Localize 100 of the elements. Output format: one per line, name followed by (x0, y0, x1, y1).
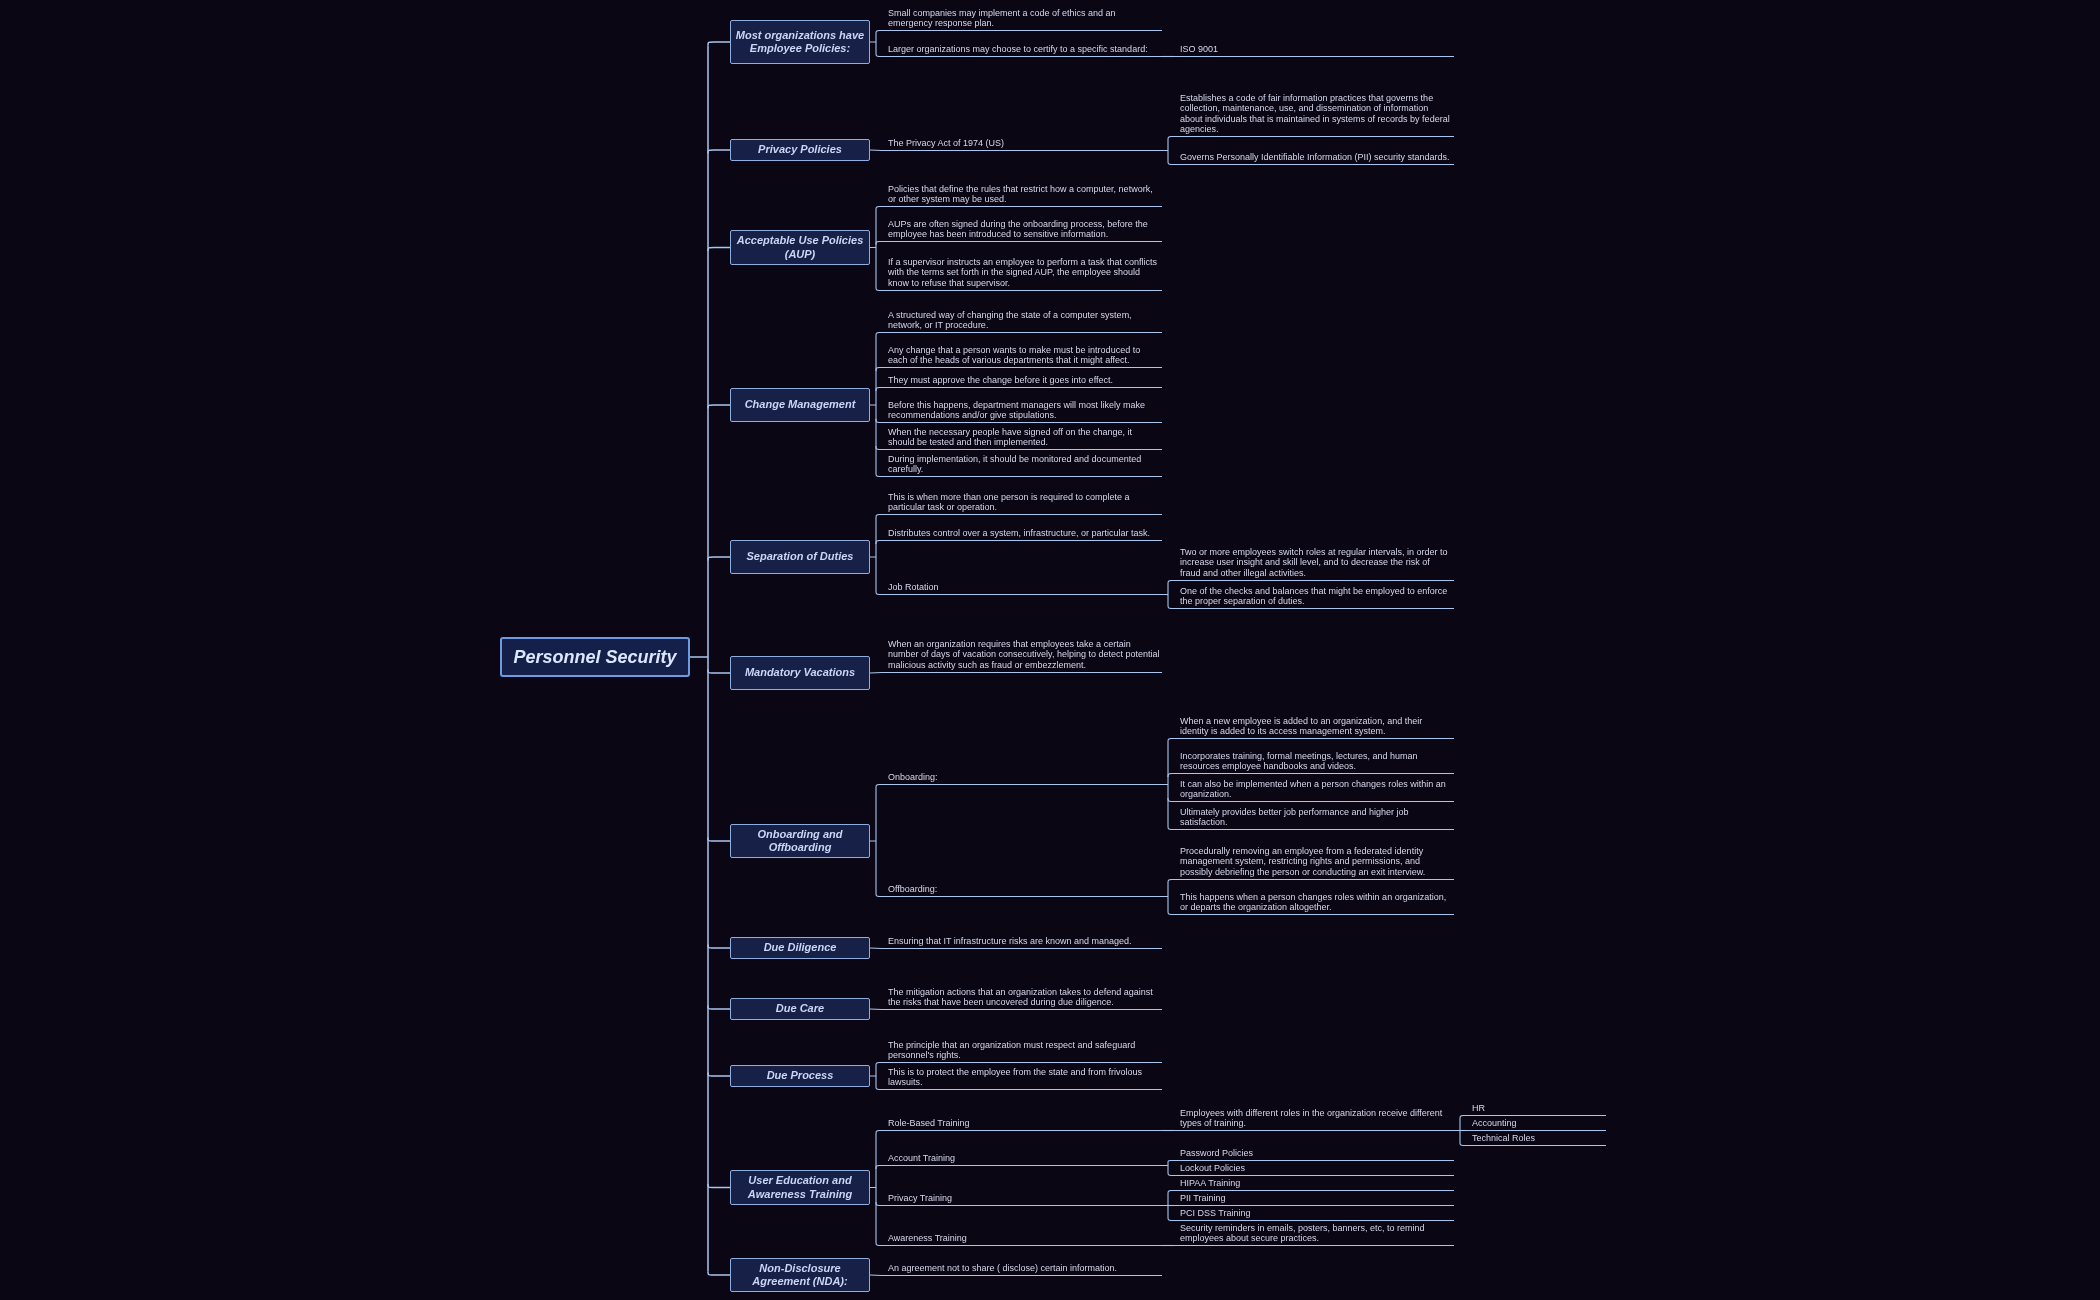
branch-label: If a supervisor instructs an employee to perform a task that conflicts with the terms set forth in the signed AUP, the employee should know to refuse that supervisor. (882, 257, 1162, 291)
topic-box: Separation of Duties (730, 540, 870, 574)
branch-line (1161, 1244, 1175, 1247)
branch-line (1167, 772, 1175, 778)
branch-line (875, 366, 883, 372)
branch-label: HR (1466, 1103, 1606, 1116)
branch-label: Password Policies (1174, 1148, 1454, 1161)
branch-label: An agreement not to share ( disclose) certain information. (882, 1263, 1162, 1276)
branch-line (1161, 139, 1169, 162)
branch-line (1167, 737, 1175, 743)
branch-line (875, 472, 883, 478)
branch-label: This is to protect the employee from the state and from frivolous lawsuits. (882, 1067, 1162, 1091)
branch-line (707, 41, 731, 47)
branch-line (1459, 1129, 1467, 1132)
branch-line (707, 556, 731, 562)
branch-line (875, 1241, 883, 1247)
branch-label: PII Training (1174, 1193, 1454, 1206)
branch-line (869, 1274, 883, 1277)
branch-label: Account Training (882, 1153, 1162, 1166)
branch-line (689, 44, 709, 1273)
branch-label: When the necessary people have signed off on the change, it should be tested and then implemented. (882, 427, 1162, 451)
branch-line (1453, 1118, 1461, 1143)
branch-line (869, 787, 877, 894)
branch-label: HIPAA Training (1174, 1178, 1454, 1191)
branch-line (875, 240, 883, 246)
branch-label: Awareness Training (882, 1233, 1162, 1246)
branch-label: Role-Based Training (882, 1118, 1162, 1131)
branch-label: During implementation, it should be monitored and documented carefully. (882, 454, 1162, 478)
branch-label: A structured way of changing the state of a computer system, network, or IT procedure. (882, 310, 1162, 334)
branch-line (1161, 741, 1169, 827)
branch-line (707, 149, 731, 155)
branch-line (1167, 878, 1175, 884)
branch-line (1167, 579, 1175, 585)
branch-line (869, 209, 877, 288)
branch-line (1167, 910, 1175, 916)
branch-label: The principle that an organization must respect and safeguard personnel's rights. (882, 1040, 1162, 1064)
branch-line (875, 331, 883, 337)
branch-line (1167, 1189, 1175, 1195)
branch-line (1167, 1171, 1175, 1177)
branch-line (1161, 882, 1169, 912)
branch-line (707, 943, 731, 949)
topic-box: Due Process (730, 1065, 870, 1087)
branch-label: Offboarding: (882, 884, 1162, 897)
topic-box: Onboarding and Offboarding (730, 824, 870, 858)
branch-line (875, 1085, 883, 1091)
branch-line (869, 1065, 877, 1087)
branch-line (869, 1133, 877, 1243)
branch-line (1167, 825, 1175, 831)
branch-line (707, 1004, 731, 1010)
branch-line (875, 286, 883, 292)
branch-line (1167, 135, 1175, 141)
topic-box: Privacy Policies (730, 139, 870, 161)
branch-label: Policies that define the rules that restrict how a computer, network, or other system may be used. (882, 184, 1162, 208)
branch-line (1167, 1204, 1175, 1207)
branch-line (875, 892, 883, 898)
branch-label: Ultimately provides better job performance and higher job satisfaction. (1174, 807, 1454, 831)
branch-label: Accounting (1466, 1118, 1606, 1131)
branch-label: Two or more employees switch roles at regular intervals, in order to increase user insight and skill level, and to decrease the risk of fraud and other illegal activities. (1174, 547, 1454, 581)
branch-label: PCI DSS Training (1174, 1208, 1454, 1221)
branch-line (875, 418, 883, 424)
branch-line (707, 246, 731, 252)
branch-label: Distributes control over a system, infrastructure, or particular task. (882, 528, 1162, 541)
branch-line (1161, 1129, 1175, 1132)
branch-line (869, 33, 877, 54)
branch-label: Privacy Training (882, 1193, 1162, 1206)
branch-label: Any change that a person wants to make must be introduced to each of the heads of various departments that it might affect. (882, 345, 1162, 369)
branch-line (1161, 1193, 1169, 1218)
branch-label: Onboarding: (882, 772, 1162, 785)
branch-label: One of the checks and balances that might be employed to enforce the proper separation of duties. (1174, 586, 1454, 610)
branch-line (869, 149, 883, 152)
branch-line (875, 445, 883, 451)
branch-label: ISO 9001 (1174, 44, 1454, 57)
branch-line (707, 404, 731, 410)
branch-line (1161, 55, 1175, 58)
branch-label: Ensuring that IT infrastructure risks are known and managed. (882, 936, 1162, 949)
branch-label: Larger organizations may choose to certify to a specific standard: (882, 44, 1162, 57)
branch-line (875, 386, 883, 392)
branch-line (707, 1270, 731, 1276)
topic-box: Non-Disclosure Agreement (NDA): (730, 1258, 870, 1292)
branch-line (875, 29, 883, 35)
branch-label: This is when more than one person is required to complete a particular task or operation. (882, 492, 1162, 516)
branch-line (875, 1201, 883, 1207)
branch-line (1167, 604, 1175, 610)
branch-label: Security reminders in emails, posters, banners, etc, to remind employees about secure practices. (1174, 1223, 1454, 1247)
branch-line (875, 539, 883, 545)
branch-line (875, 52, 883, 58)
branch-label: Before this happens, department managers will most likely make recommendations and/or give stipulations. (882, 400, 1162, 424)
branch-label: Procedurally removing an employee from a federated identity management system, restricting rights and permissions, and possibly debriefing the person or conducting an exit interview. (1174, 846, 1454, 880)
branch-line (1459, 1141, 1467, 1147)
branch-label: Job Rotation (882, 582, 1162, 595)
branch-label: Employees with different roles in the organization receive different types of training. (1174, 1108, 1454, 1132)
branch-line (707, 668, 731, 674)
branch-line (869, 671, 883, 674)
branch-label: Small companies may implement a code of ethics and an emergency response plan. (882, 8, 1162, 32)
branch-line (875, 783, 883, 789)
branch-label: This happens when a person changes roles within an organization, or departs the organization altogether. (1174, 892, 1454, 916)
branch-line (707, 1183, 731, 1189)
branch-line (875, 590, 883, 596)
branch-label: When an organization requires that employees take a certain number of days of vacation consecutively, helping to detect potential malicious activity such as fraud or embezzlement. (882, 639, 1162, 673)
topic-box: Change Management (730, 388, 870, 422)
